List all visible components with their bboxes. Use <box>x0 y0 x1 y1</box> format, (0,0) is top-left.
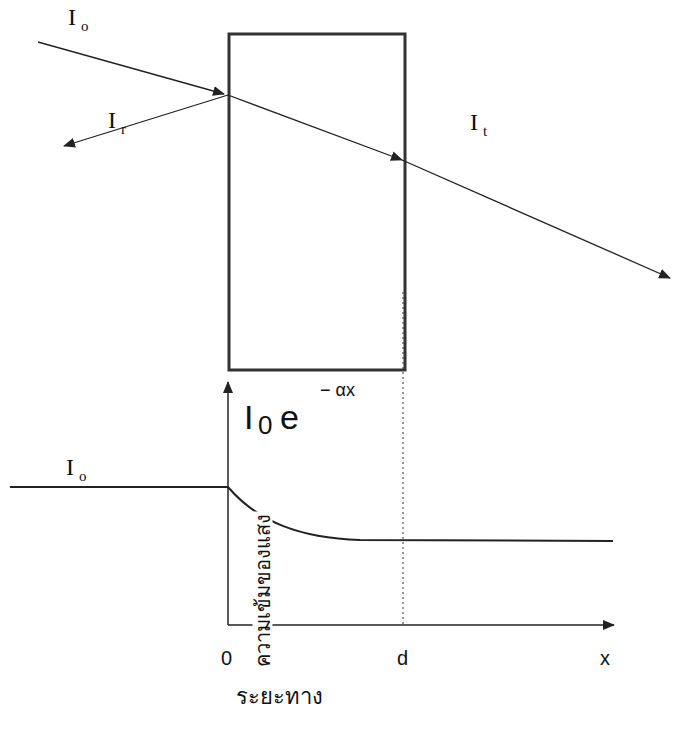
axis-tick: 0 <box>221 648 232 668</box>
subscript: t <box>483 124 487 139</box>
formula-symbol: e <box>280 400 299 434</box>
axis-title: ความเข้มของแสง <box>252 512 272 669</box>
formula-exponent: − αx <box>320 381 355 399</box>
thickness-marker <box>403 292 404 625</box>
formula-symbol: I <box>244 400 253 434</box>
transmitted-ray <box>402 160 670 278</box>
refracted-ray <box>228 95 402 160</box>
axis-tick: d <box>397 648 408 668</box>
intensity-symbol: I <box>66 455 74 479</box>
y-axis <box>227 382 229 625</box>
intensity-symbol: I <box>470 110 478 134</box>
intensity-curve <box>10 487 613 541</box>
slab <box>229 34 405 370</box>
formula-subscript: 0 <box>258 412 272 438</box>
incident-ray <box>38 42 224 94</box>
intensity-symbol: I <box>68 5 76 29</box>
x-axis <box>228 624 614 626</box>
subscript: r <box>121 122 126 137</box>
axis-title: x <box>600 648 610 668</box>
axis-title: ระยะทาง <box>236 686 323 708</box>
subscript: o <box>81 19 89 34</box>
subscript: o <box>79 469 87 484</box>
reflected-ray <box>64 95 228 146</box>
intensity-symbol: I <box>108 108 116 132</box>
